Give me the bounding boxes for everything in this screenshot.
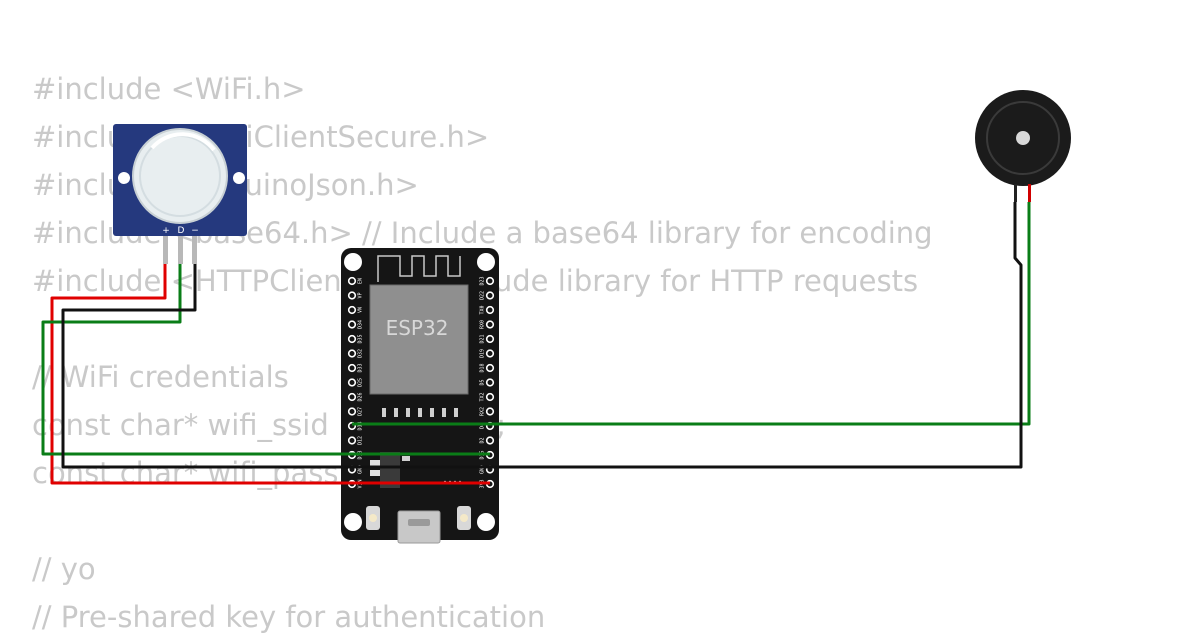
esp32-pin-label: VN — [358, 307, 364, 313]
wire-buzzer-positive-green[interactable] — [352, 202, 1031, 426]
pir-pin-gnd[interactable] — [192, 236, 197, 264]
esp32-pin-label: D34 — [358, 320, 364, 329]
pir-mount-hole-left — [118, 172, 130, 184]
esp32-pin-right[interactable] — [485, 334, 495, 344]
esp32-antenna-trace — [377, 255, 461, 282]
wire-buzzer-negative-black[interactable] — [490, 202, 1023, 469]
esp32-pin-label: D33 — [358, 363, 364, 372]
pir-dome — [132, 128, 228, 224]
esp32-pin-label: VP — [358, 292, 364, 298]
esp32-pin-label: D5 — [480, 379, 486, 385]
pir-pin-vcc[interactable] — [163, 236, 168, 264]
esp32-pin-label: D14 — [358, 421, 364, 430]
esp32-pin-left[interactable] — [347, 320, 357, 329]
esp32-usb-port[interactable] — [397, 510, 441, 544]
esp32-pin-right[interactable] — [485, 320, 495, 329]
esp32-pin-left[interactable] — [347, 305, 357, 315]
esp32-pin-left[interactable] — [347, 392, 357, 402]
esp32-pin-label: EN — [358, 278, 364, 284]
pir-pin-label-vcc: + — [162, 226, 170, 236]
esp32-pin-label: D12 — [358, 436, 364, 445]
esp32-pin-label: D27 — [358, 407, 364, 416]
esp32-pin-label: D4 — [480, 423, 486, 429]
esp32-pin-right[interactable] — [485, 392, 495, 402]
esp32-right-pin-header: D23D22TX0RX0D21D19D18D5TX2RX2D4D2D15GND3… — [480, 276, 495, 489]
esp32-label: ESP32 — [386, 316, 449, 340]
pir-motion-sensor[interactable]: + D − — [113, 124, 247, 264]
esp32-pin-label: TX2 — [480, 392, 486, 401]
code-overlay: #include <WiFi.h>#include <WiFiClientSec… — [32, 65, 933, 641]
esp32-pin-label: D23 — [480, 276, 486, 285]
esp32-pin-label: D22 — [480, 291, 486, 300]
pir-pin-label-gnd: − — [191, 226, 199, 236]
buzzer-ring — [986, 101, 1060, 175]
esp32-pin-label: RX2 — [480, 407, 486, 416]
wire-pir-gnd-black[interactable] — [61, 264, 490, 469]
esp32-pin-left[interactable] — [347, 378, 357, 387]
esp32-regulator — [380, 452, 400, 488]
esp32-smd-component — [370, 470, 382, 476]
pir-pin-label-data: D — [178, 226, 185, 236]
esp32-pin-label: D21 — [480, 334, 486, 343]
esp32-pin-left[interactable] — [347, 363, 357, 373]
esp32-pin-label: TX0 — [480, 305, 486, 314]
buzzer-pin-positive[interactable] — [1028, 184, 1031, 202]
buzzer-center — [1016, 131, 1030, 145]
pir-dome-highlight — [150, 132, 216, 152]
code-line: // yo — [32, 552, 96, 586]
esp32-pin-label: D19 — [480, 349, 486, 358]
esp32-pin-label: D35 — [358, 334, 364, 343]
esp32-pin-left[interactable] — [347, 407, 357, 416]
esp32-pin-right[interactable] — [485, 363, 495, 373]
esp32-pin-right[interactable] — [485, 276, 495, 286]
esp32-module-pads — [382, 408, 458, 417]
buzzer[interactable] — [975, 90, 1071, 202]
esp32-pin-right[interactable] — [485, 436, 495, 445]
pir-mount-hole-right — [233, 172, 245, 184]
esp32-pin-label: D2 — [480, 437, 486, 443]
esp32-pin-label: D26 — [358, 392, 364, 401]
wire-pir-data-green[interactable] — [41, 264, 490, 456]
wires — [41, 202, 1031, 485]
esp32-smd-component — [370, 460, 382, 466]
esp32-mount-hole-br — [477, 513, 495, 531]
esp32-pin-label: GND — [480, 465, 486, 474]
esp32-pin-right[interactable] — [485, 407, 495, 416]
buzzer-pin-negative[interactable] — [1014, 184, 1017, 202]
esp32-smd-component — [402, 456, 410, 461]
esp32-mount-hole-bl — [344, 513, 362, 531]
esp32-pin-right[interactable] — [485, 349, 495, 358]
esp32-usb-opening — [408, 519, 430, 526]
esp32-pin-label: D25 — [358, 378, 364, 387]
esp32-pin-left[interactable] — [347, 291, 357, 300]
esp32-module — [369, 284, 469, 395]
esp32-pin-right[interactable] — [485, 291, 495, 300]
esp32-pin-left[interactable] — [347, 349, 357, 358]
esp32-mount-hole-tl — [344, 253, 362, 271]
wire-pir-vcc-red[interactable] — [50, 264, 490, 485]
esp32-reset-button-cap — [460, 514, 468, 522]
esp32-pin-right[interactable] — [485, 378, 495, 387]
esp32-mount-hole-tr — [477, 253, 495, 271]
esp32-pin-label: RX0 — [480, 320, 486, 329]
esp32-pin-left[interactable] — [347, 276, 357, 286]
esp32-pin-label: D32 — [358, 349, 364, 358]
esp32-pin-label: GND — [358, 465, 364, 474]
esp32-pin-right[interactable] — [485, 305, 495, 315]
code-line: // WiFi credentials — [32, 360, 289, 394]
code-line: // Pre-shared key for authentication — [32, 600, 546, 634]
code-line: #include <base64.h> // Include a base64 … — [32, 216, 933, 250]
code-line: #include <WiFi.h> — [32, 72, 306, 106]
esp32-pin-left[interactable] — [347, 436, 357, 445]
esp32-pin-label: D18 — [480, 363, 486, 372]
esp32-boot-button-cap — [369, 514, 377, 522]
pir-pin-data[interactable] — [178, 236, 183, 264]
esp32-pin-left[interactable] — [347, 334, 357, 344]
